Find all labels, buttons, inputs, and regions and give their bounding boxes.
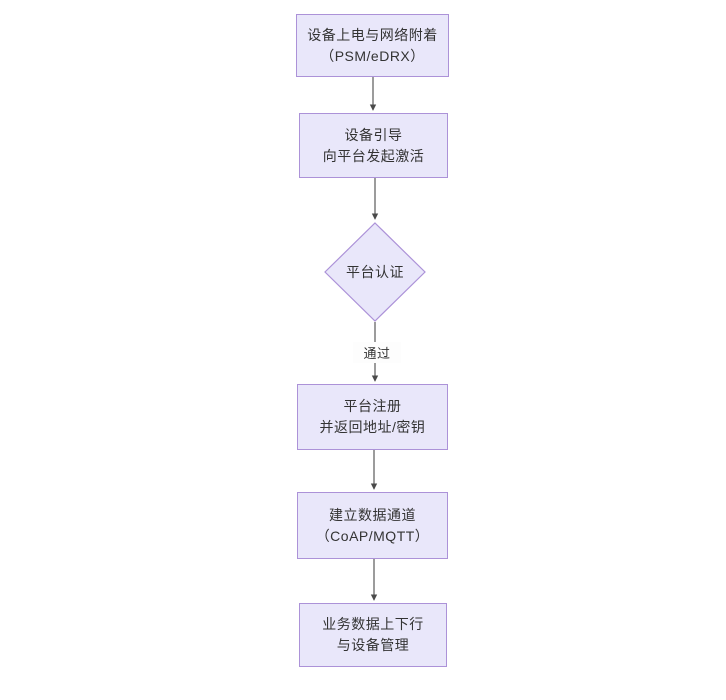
node-power-on-line-2: （PSM/eDRX） (320, 47, 425, 64)
decision-diamond-shape (324, 222, 426, 322)
node-bootstrap-line-2: 向平台发起激活 (322, 147, 425, 164)
node-business-data[interactable]: 业务数据上下行 与设备管理 (299, 603, 447, 667)
node-data-channel-line-1: 建立数据通道 (329, 506, 416, 523)
node-data-channel-line-2: （CoAP/MQTT） (315, 527, 430, 544)
edge-label-pass: 通过 (353, 342, 401, 363)
node-bootstrap-line-1: 设备引导 (344, 126, 403, 143)
node-bootstrap[interactable]: 设备引导 向平台发起激活 (299, 113, 448, 178)
node-platform-auth-label: 平台认证 (346, 264, 404, 280)
node-platform-auth[interactable]: 平台认证 (324, 222, 426, 322)
node-platform-register-line-2: 并返回地址/密钥 (319, 419, 426, 435)
node-data-channel[interactable]: 建立数据通道 （CoAP/MQTT） (297, 492, 448, 559)
node-platform-register[interactable]: 平台注册 并返回地址/密钥 (297, 384, 448, 450)
node-power-on[interactable]: 设备上电与网络附着 （PSM/eDRX） (296, 14, 449, 77)
node-business-data-line-2: 与设备管理 (336, 637, 410, 653)
node-platform-register-line-1: 平台注册 (343, 398, 402, 414)
node-business-data-line-1: 业务数据上下行 (322, 616, 424, 632)
node-power-on-line-1: 设备上电与网络附着 (307, 26, 438, 43)
